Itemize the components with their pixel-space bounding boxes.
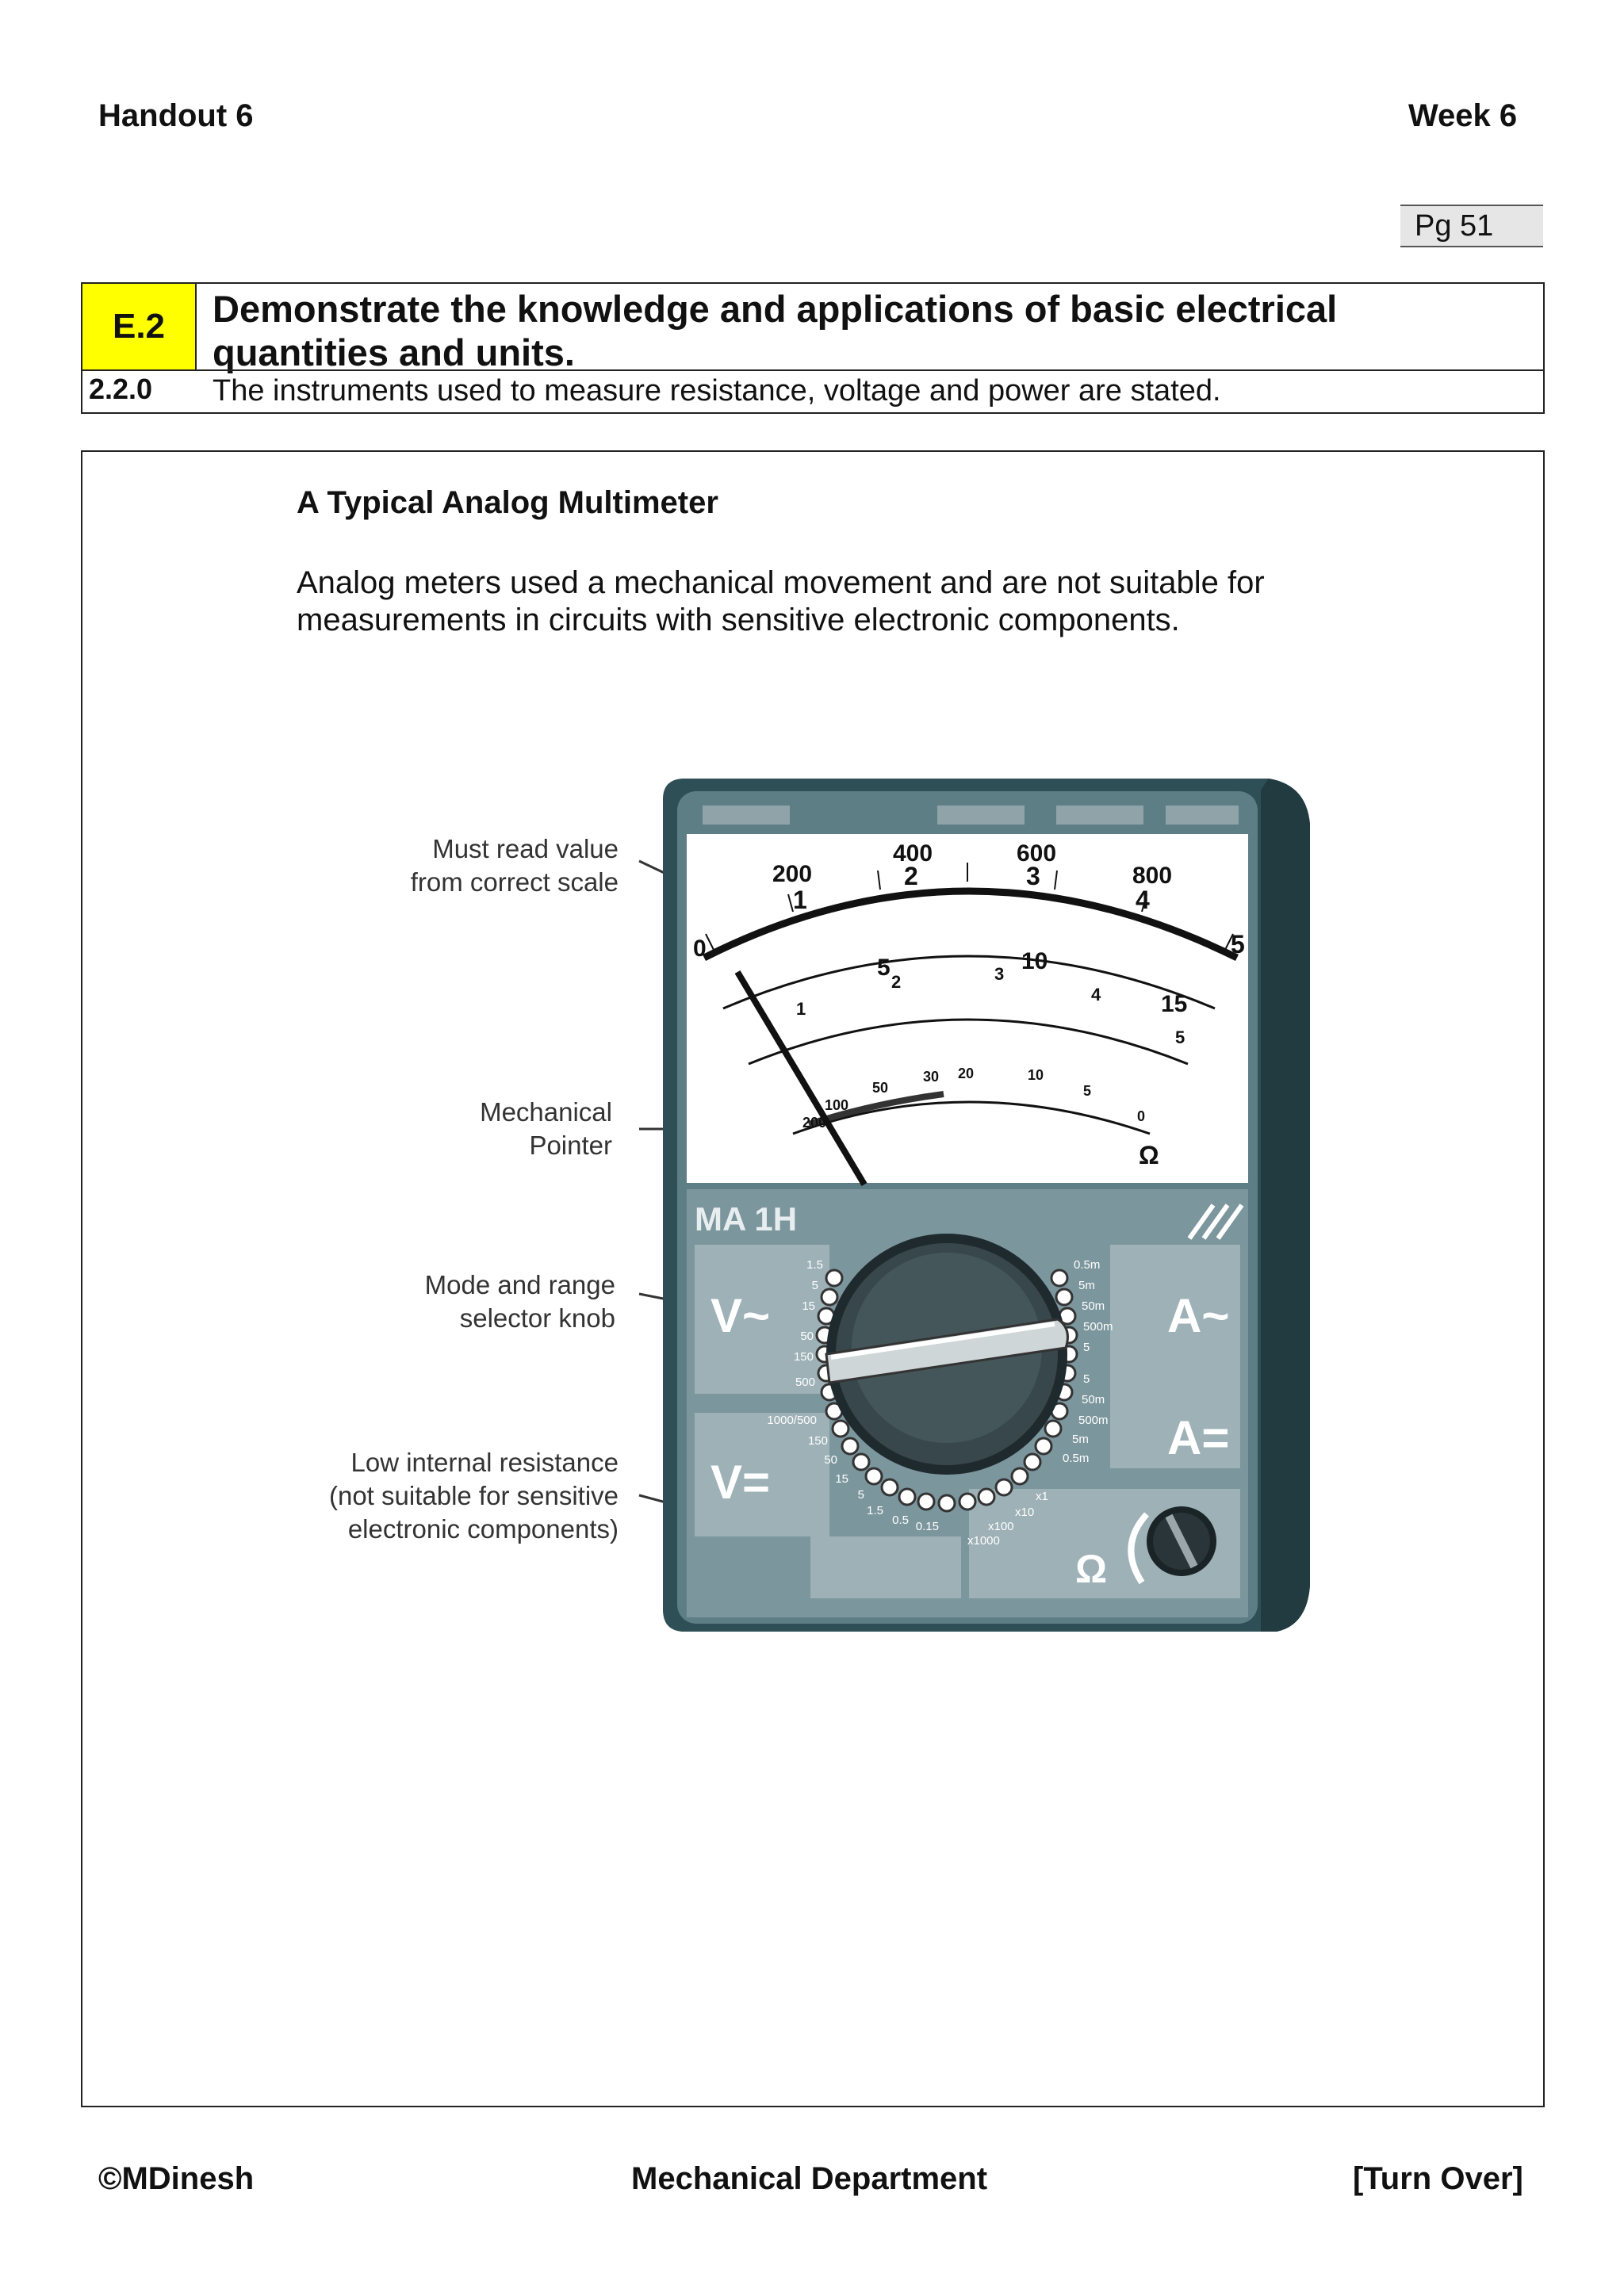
range-v-ac-0: 1.5 [806,1258,823,1272]
ohm-adjust-knob[interactable] [1128,1506,1216,1585]
table-divider [82,369,1543,371]
footer-turn-over: [Turn Over] [1353,2161,1523,2196]
callout-correct-scale: Must read value from correct scale [410,834,619,897]
range-v-dc-0: 1000/500 [767,1414,817,1427]
scale-ohm-5: 5 [1083,1083,1091,1099]
ohm-scale-symbol: Ω [1139,1141,1159,1169]
range-a-ac-0: 0.5m [1074,1258,1100,1272]
callout-mechanical-pointer: Mechanical Pointer [480,1097,612,1160]
range-v-ac-5: 500 [795,1376,815,1389]
scale-ohm-20: 20 [958,1066,974,1081]
scale-ohm-0: 0 [1137,1108,1145,1124]
week-label: Week 6 [1408,98,1518,133]
range-v-dc-4: 5 [858,1488,864,1502]
objective-code: E.2 [82,284,197,369]
content-box [81,450,1545,2107]
range-v-ac-4: 150 [794,1350,814,1364]
range-v-dc-6: 0.5 [892,1513,909,1527]
scale-top-outer-4: 800 [1132,863,1172,889]
range-a-dc-0: 5 [1083,1372,1090,1386]
range-ohm-3: x1000 [967,1534,1000,1548]
range-a-dc-1: 50m [1082,1393,1105,1406]
range-a-dc-3: 5m [1072,1433,1089,1446]
label-a-dc: A= [1167,1411,1229,1464]
range-v-ac-2: 15 [802,1299,815,1313]
multimeter-illustration: 0 200 400 600 800 1 2 3 4 5 5 10 15 1 2 … [638,779,1310,1632]
scale-top-inner-5: 5 [1231,930,1245,959]
scale-mid2-3: 3 [994,964,1004,984]
range-v-ac-1: 5 [812,1279,818,1292]
range-v-dc-7: 0.15 [916,1520,939,1533]
range-a-dc-4: 0.5m [1063,1452,1089,1465]
callout-selector-knob: Mode and range selector knob [424,1270,615,1333]
sub-objective-text: The instruments used to measure resistan… [213,374,1221,408]
objective-table: E.2 Demonstrate the knowledge and applic… [81,282,1545,414]
label-v-ac: V~ [710,1289,770,1342]
scale-mid-10: 10 [1021,948,1048,974]
section-body: Analog meters used a mechanical movement… [297,565,1265,637]
scale-top-outer-2: 400 [893,840,933,867]
range-a-ac-3: 500m [1083,1320,1113,1334]
callout-low-resistance: Low internal resistance (not suitable fo… [328,1448,619,1544]
label-a-ac: A~ [1167,1289,1229,1342]
scale-top-inner-2: 2 [904,862,918,890]
label-v-dc: V= [710,1456,770,1509]
footer-department: Mechanical Department [631,2161,988,2196]
range-v-dc-3: 15 [835,1472,848,1486]
scale-ohm-50: 50 [872,1080,888,1096]
range-a-ac-4: 5 [1083,1341,1090,1354]
range-a-ac-1: 5m [1078,1279,1095,1292]
range-ohm-1: x10 [1015,1506,1034,1519]
section-heading: A Typical Analog Multimeter [297,485,718,520]
scale-ohm-30: 30 [923,1069,939,1085]
sub-objective-code: 2.2.0 [89,373,153,405]
range-ohm-0: x1 [1036,1490,1048,1503]
scale-ohm-100: 100 [825,1097,848,1113]
page-number: Pg 51 [1400,205,1543,247]
scale-mid2-4: 4 [1091,985,1101,1004]
scale-mid2-5: 5 [1175,1027,1185,1047]
selector-knob-bar[interactable] [825,1318,1069,1384]
range-v-dc-1: 150 [808,1434,828,1448]
scale-ohm-10: 10 [1028,1067,1044,1083]
scale-top-outer-0: 0 [693,936,707,962]
range-ohm-2: x100 [988,1520,1014,1533]
label-ohm: Ω [1075,1547,1107,1591]
handout-label: Handout 6 [98,98,254,133]
range-a-dc-2: 500m [1078,1414,1109,1427]
footer-copyright: ©MDinesh [98,2161,255,2196]
range-a-ac-2: 50m [1082,1299,1105,1313]
range-v-dc-2: 50 [824,1453,837,1467]
range-v-ac-3: 50 [800,1330,814,1343]
scale-top-inner-3: 3 [1026,862,1040,890]
scale-top-outer-3: 600 [1017,840,1056,867]
scale-top-inner-1: 1 [793,886,807,914]
scale-mid2-2: 2 [891,972,901,992]
scale-mid2-1: 1 [796,999,806,1019]
scale-mid-15: 15 [1161,991,1187,1017]
range-v-dc-5: 1.5 [867,1504,883,1517]
objective-title: Demonstrate the knowledge and applicatio… [213,288,1338,373]
meter-model: MA 1H [695,1200,797,1238]
scale-top-inner-4: 4 [1136,886,1150,914]
scale-top-outer-1: 200 [772,861,812,887]
scale-ohm-200: 200 [802,1115,826,1131]
scale-mid-5: 5 [877,955,891,981]
